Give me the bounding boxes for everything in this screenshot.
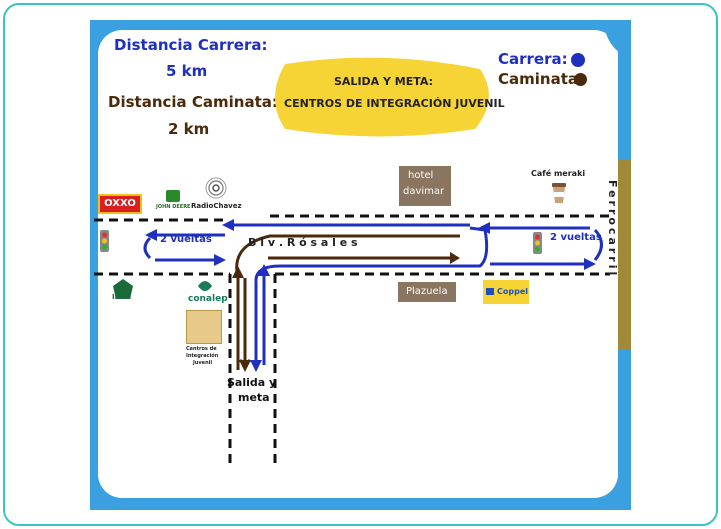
radio-tower-icon bbox=[205, 177, 227, 199]
conalep-label: conalep bbox=[188, 294, 228, 304]
coffee-cup-icon bbox=[552, 183, 566, 203]
traffic-light-left bbox=[100, 230, 109, 252]
walk-color-dot bbox=[574, 73, 587, 86]
main-street-label: B l v . R ó s a l e s bbox=[248, 236, 358, 249]
oxxo-logo: OXXO bbox=[98, 194, 142, 214]
cij-label-1: Centros de bbox=[186, 346, 217, 352]
coppel-icon bbox=[486, 288, 494, 295]
start-banner bbox=[275, 57, 489, 137]
banner-line-2: CENTROS DE INTEGRACIÓN JUVENIL bbox=[284, 97, 505, 110]
imss-label: IMSS bbox=[112, 293, 132, 301]
walk-distance-value: 2 km bbox=[168, 120, 210, 138]
race-distance-label: Distancia Carrera: bbox=[114, 36, 268, 54]
imss-logo bbox=[113, 279, 133, 299]
race-key-label: Carrera: bbox=[498, 50, 568, 68]
start-finish-label-1: Salida y bbox=[227, 376, 277, 389]
cij-label-2: Integración bbox=[186, 353, 219, 359]
cij-label-3: Juvenil bbox=[193, 360, 213, 366]
traffic-light-right bbox=[533, 232, 542, 254]
hotel-label-2: davimar bbox=[403, 186, 445, 197]
banner-line-1: SALIDA Y META: bbox=[334, 75, 434, 88]
race-distance-value: 5 km bbox=[166, 62, 208, 80]
coppel-label: Coppel bbox=[497, 287, 528, 296]
route-map: Distancia Carrera: 5 km Distancia Camina… bbox=[90, 20, 631, 510]
cij-logo bbox=[186, 310, 222, 344]
john-deere-logo bbox=[166, 190, 180, 202]
cafe-label: Café meraki bbox=[531, 169, 586, 178]
laps-left-label: 2 vueltas bbox=[160, 234, 212, 245]
railroad-label: Ferrocarril bbox=[606, 180, 619, 279]
plazuela-box bbox=[398, 282, 456, 302]
walk-distance-label: Distancia Caminata: bbox=[108, 93, 278, 111]
john-deere-label: JOHN DEERE bbox=[156, 204, 191, 210]
walk-key-label: Caminata: bbox=[498, 70, 584, 88]
hotel-box bbox=[399, 166, 451, 206]
hotel-label-1: hotel bbox=[408, 170, 434, 181]
conalep-logo bbox=[198, 281, 212, 291]
plazuela-label: Plazuela bbox=[406, 286, 448, 297]
start-finish-label-2: meta bbox=[238, 391, 270, 404]
laps-right-label: 2 vueltas bbox=[550, 232, 602, 243]
race-color-dot bbox=[571, 53, 585, 67]
radio-label: RadioChavez bbox=[191, 202, 242, 210]
